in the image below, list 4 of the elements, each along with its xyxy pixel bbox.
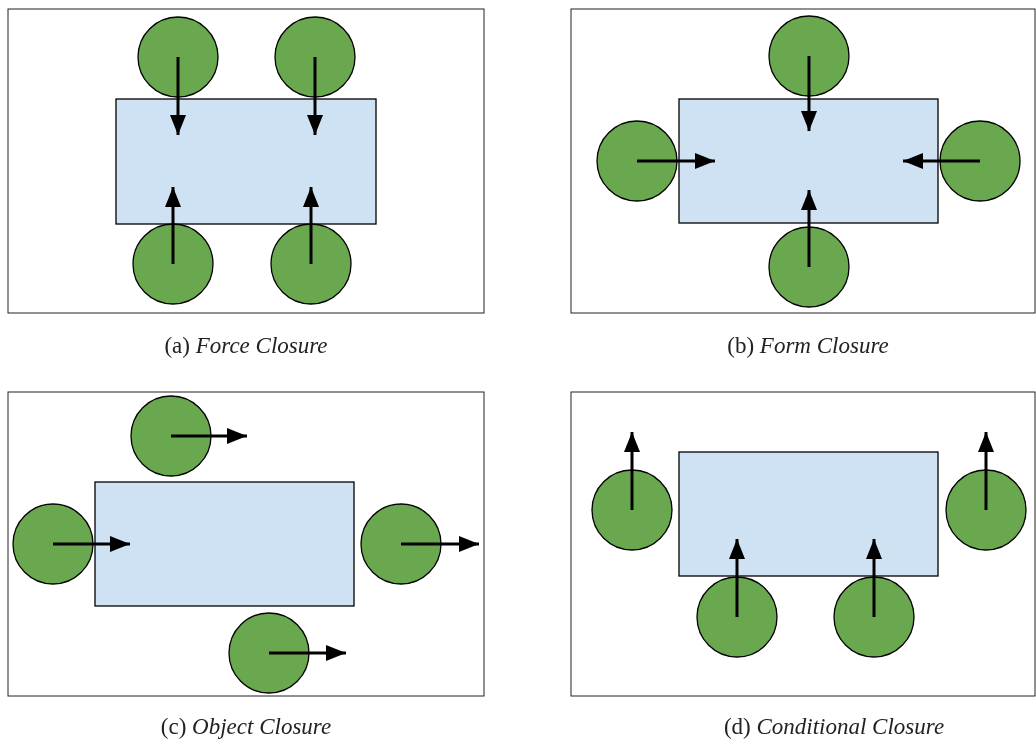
figure-caption: (d) Conditional Closure: [723, 714, 945, 740]
figure-caption: (b) Form Closure: [727, 333, 889, 359]
figure-caption: (a) Force Closure: [164, 333, 328, 359]
figure-caption: (c) Object Closure: [160, 714, 332, 740]
